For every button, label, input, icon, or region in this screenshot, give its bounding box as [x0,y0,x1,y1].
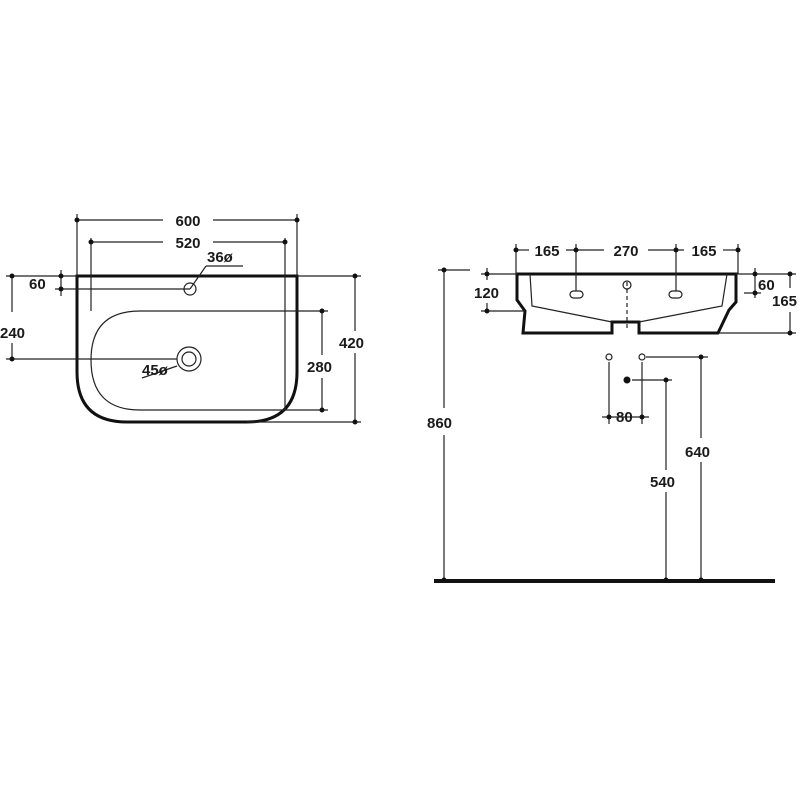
bowl-inner-line [529,273,728,323]
dim-120: 120 [474,285,499,302]
dim-860: 860 [427,415,452,432]
dim-270: 270 [613,243,638,260]
dim-36-diameter: 36ø [207,249,234,266]
dim-165-right: 165 [691,243,716,260]
dim-45-diameter: 45ø [142,362,169,379]
dim-420: 420 [339,335,364,352]
dim-165-vertical: 165 [772,293,797,310]
supply-left [605,353,613,361]
dim-240: 240 [0,325,25,342]
dim-280: 280 [307,359,332,376]
dim-80: 80 [616,409,633,426]
dim-60-right: 60 [758,277,775,294]
dim-540: 540 [650,474,675,491]
bowl-outline [90,310,286,411]
dim-640: 640 [685,444,710,461]
dim-600: 600 [175,213,200,230]
waste-inner [181,351,197,367]
supply-right [638,353,646,361]
tap-hole-right [668,290,683,299]
front-view: 165 270 165 120 60 165 860 [427,243,797,583]
waste-outlet [623,376,631,384]
dim-165-left: 165 [534,243,559,260]
top-view: 600 520 36ø 60 240 45ø [0,213,364,425]
dim-520: 520 [175,235,200,252]
waste-outer [176,346,202,372]
tap-hole-left [569,290,584,299]
basin-outline [75,274,299,424]
dim-60-left: 60 [29,276,46,293]
tap-hole-center [622,280,632,290]
